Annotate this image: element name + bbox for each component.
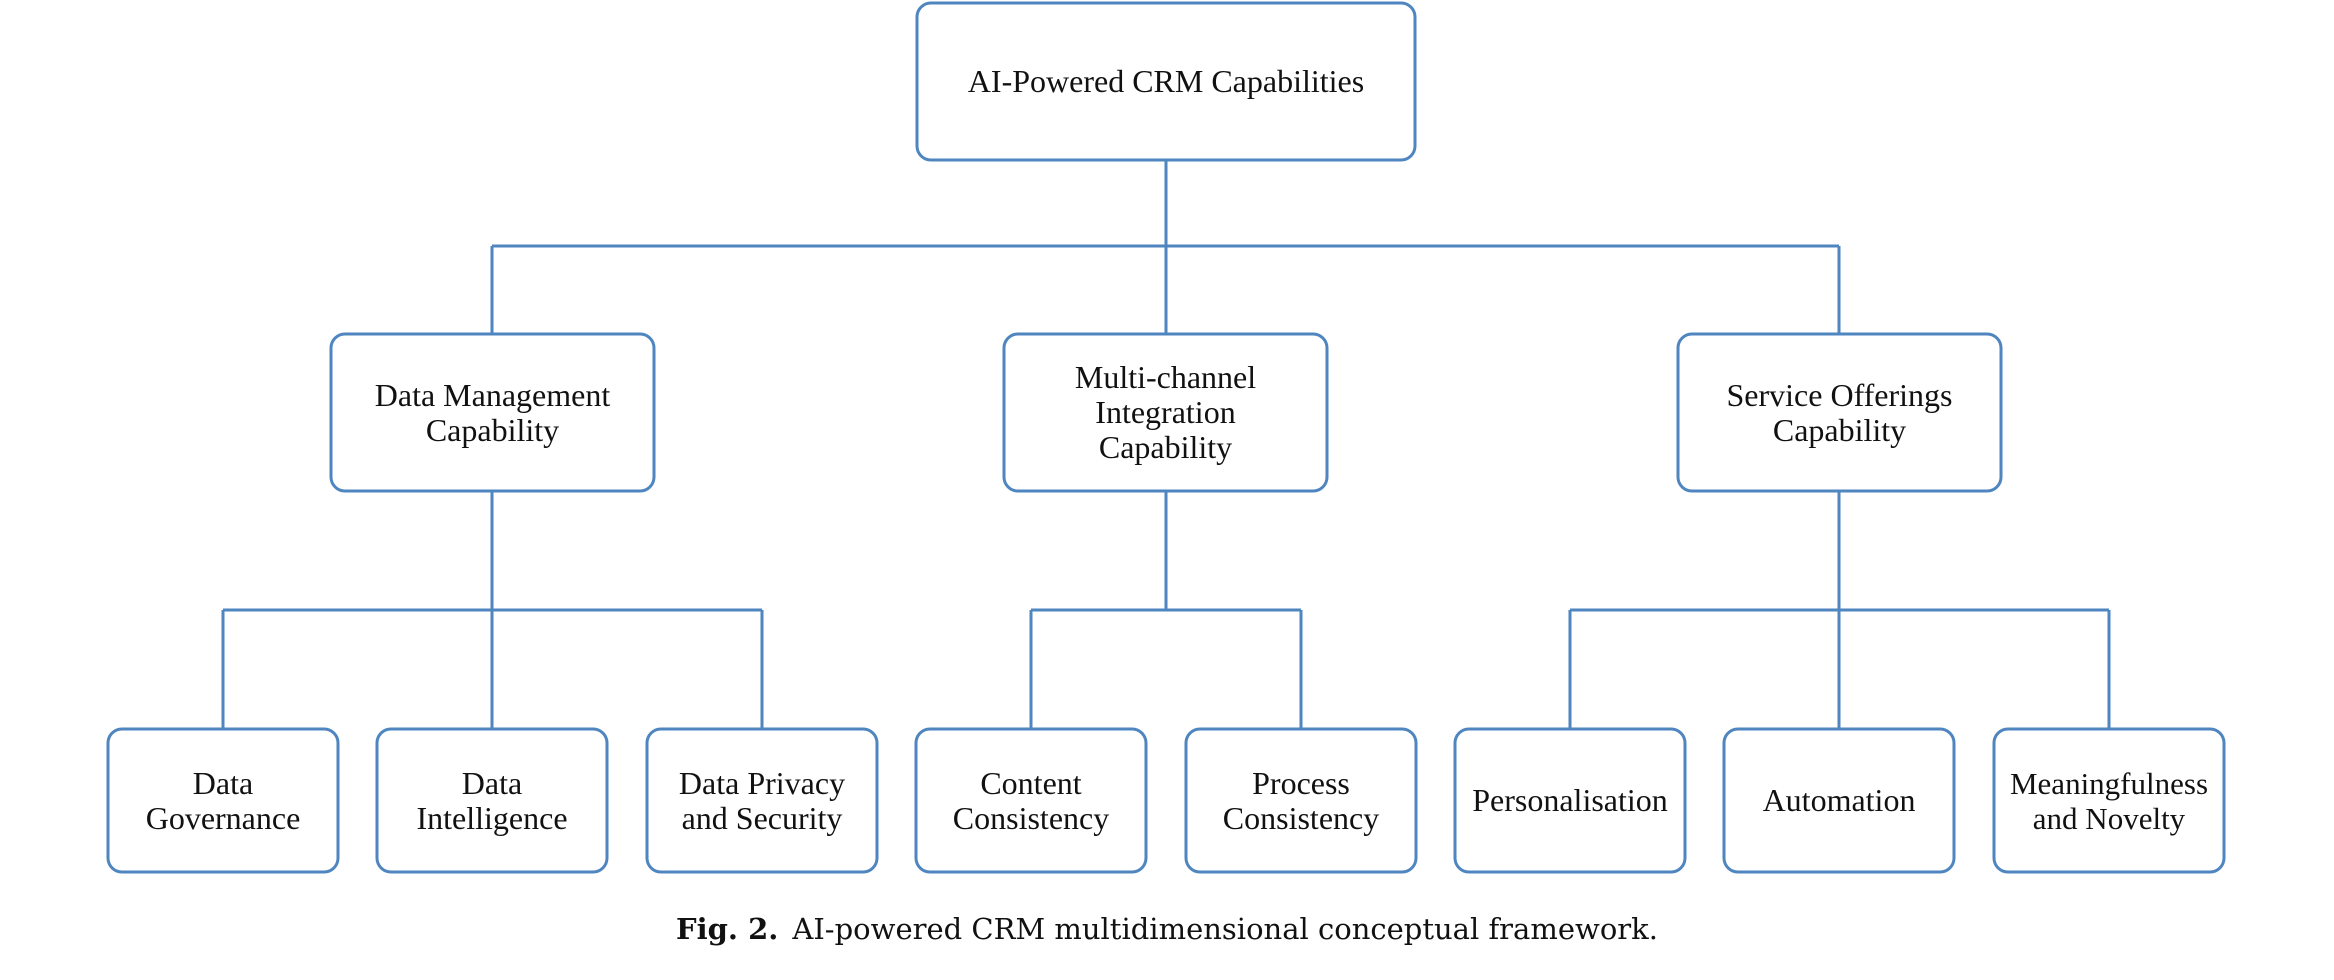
data-management-node: Data Management Capability: [331, 334, 654, 491]
automation-box: [1722, 727, 1956, 874]
service-offerings-label: Service Offerings Capability: [1726, 376, 1953, 448]
content-consistency-box: [914, 727, 1148, 874]
multichannel-box: [1002, 332, 1329, 493]
root-box: [915, 1, 1417, 162]
data-intelligence-label: Data Intelligence: [416, 764, 568, 836]
multichannel-node: Multi-channel Integration Capability: [1004, 334, 1327, 491]
data-privacy-box: [645, 727, 879, 874]
content-consistency-node: Content Consistency: [916, 729, 1146, 872]
meaningfulness-node: Meaningfulness and Novelty: [1994, 729, 2224, 872]
content-consistency-label: Content Consistency: [952, 764, 1110, 836]
automation-node: Automation: [1724, 729, 1954, 872]
service-offerings-node: Service Offerings Capability: [1678, 334, 2001, 491]
data-management-label: Data Management Capability: [374, 376, 611, 448]
personalisation-box: [1453, 727, 1687, 874]
data-intelligence-box: [375, 727, 609, 874]
personalisation-label: Personalisation: [1472, 782, 1668, 818]
personalisation-node: Personalisation: [1455, 729, 1685, 872]
data-management-box: [329, 332, 656, 493]
data-governance-node: Data Governance: [108, 729, 338, 872]
data-privacy-node: Data Privacy and Security: [647, 729, 877, 872]
meaningfulness-label: Meaningfulness and Novelty: [2009, 765, 2209, 836]
connectors: [221, 160, 2111, 729]
data-privacy-label: Data Privacy and Security: [678, 764, 846, 836]
figure-caption-text: AI-powered CRM multidimensional conceptu…: [792, 912, 1658, 946]
figure-caption: Fig. 2. AI-powered CRM multidimensional c…: [0, 912, 2334, 946]
process-consistency-box: [1184, 727, 1418, 874]
root-label: AI-Powered CRM Capabilities: [967, 63, 1365, 99]
process-consistency-label: Process Consistency: [1222, 764, 1380, 836]
automation-label: Automation: [1762, 782, 1916, 818]
node-boxes: [106, 1, 2226, 874]
root-node: AI-Powered CRM Capabilities: [917, 3, 1415, 160]
data-governance-box: [106, 727, 340, 874]
service-offerings-box: [1676, 332, 2003, 493]
process-consistency-node: Process Consistency: [1186, 729, 1416, 872]
meaningfulness-box: [1992, 727, 2226, 874]
data-governance-label: Data Governance: [145, 764, 301, 836]
data-intelligence-node: Data Intelligence: [377, 729, 607, 872]
multichannel-label: Multi-channel Integration Capability: [1074, 359, 1257, 465]
figure-number: Fig. 2.: [676, 912, 779, 946]
